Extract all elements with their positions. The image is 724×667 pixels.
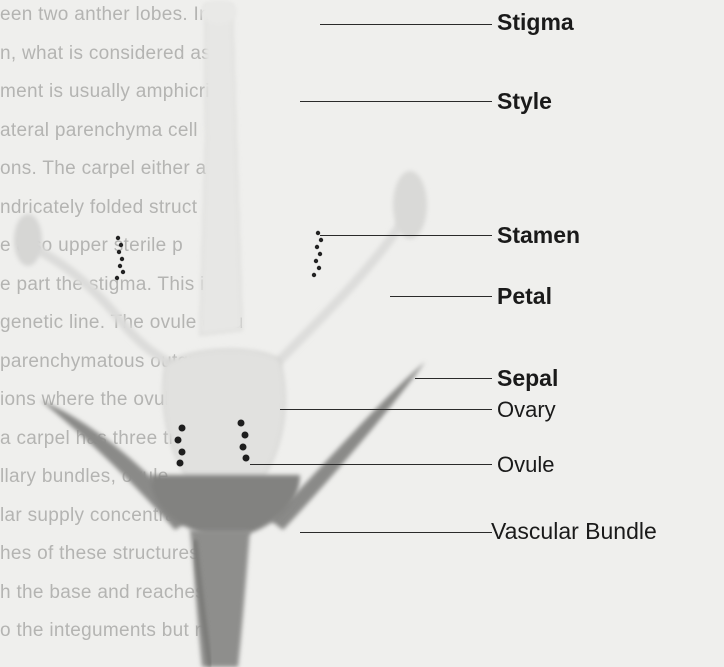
ovary-body — [163, 349, 285, 475]
stigma-tip — [201, 0, 237, 24]
label-stamen: Stamen — [497, 222, 580, 249]
style-column — [200, 5, 242, 335]
right-sepal — [270, 362, 425, 530]
sepal-leader-line — [415, 378, 492, 379]
stigma-leader-line — [320, 24, 492, 25]
stamen-leader-line — [320, 235, 492, 236]
ovule-leader-line — [250, 464, 492, 465]
label-ovule: Ovule — [497, 452, 554, 478]
style-leader-line — [300, 101, 492, 102]
label-style: Style — [497, 88, 552, 115]
label-sepal: Sepal — [497, 365, 558, 392]
right-anther — [393, 171, 427, 239]
vascular-bundle-leader-line — [300, 532, 492, 533]
left-petal-mark — [115, 236, 125, 280]
label-ovary: Ovary — [497, 397, 556, 423]
right-stamen-filament — [270, 210, 410, 370]
label-petal: Petal — [497, 283, 552, 310]
petal-leader-line — [390, 296, 492, 297]
right-petal-mark — [312, 231, 323, 277]
ovary-leader-line — [280, 409, 492, 410]
left-stamen-filament — [18, 240, 185, 370]
left-anther — [14, 214, 42, 266]
label-stigma: Stigma — [497, 9, 574, 36]
label-vascular-bundle: Vascular Bundle — [491, 518, 657, 545]
pedicel-stalk — [190, 530, 250, 667]
